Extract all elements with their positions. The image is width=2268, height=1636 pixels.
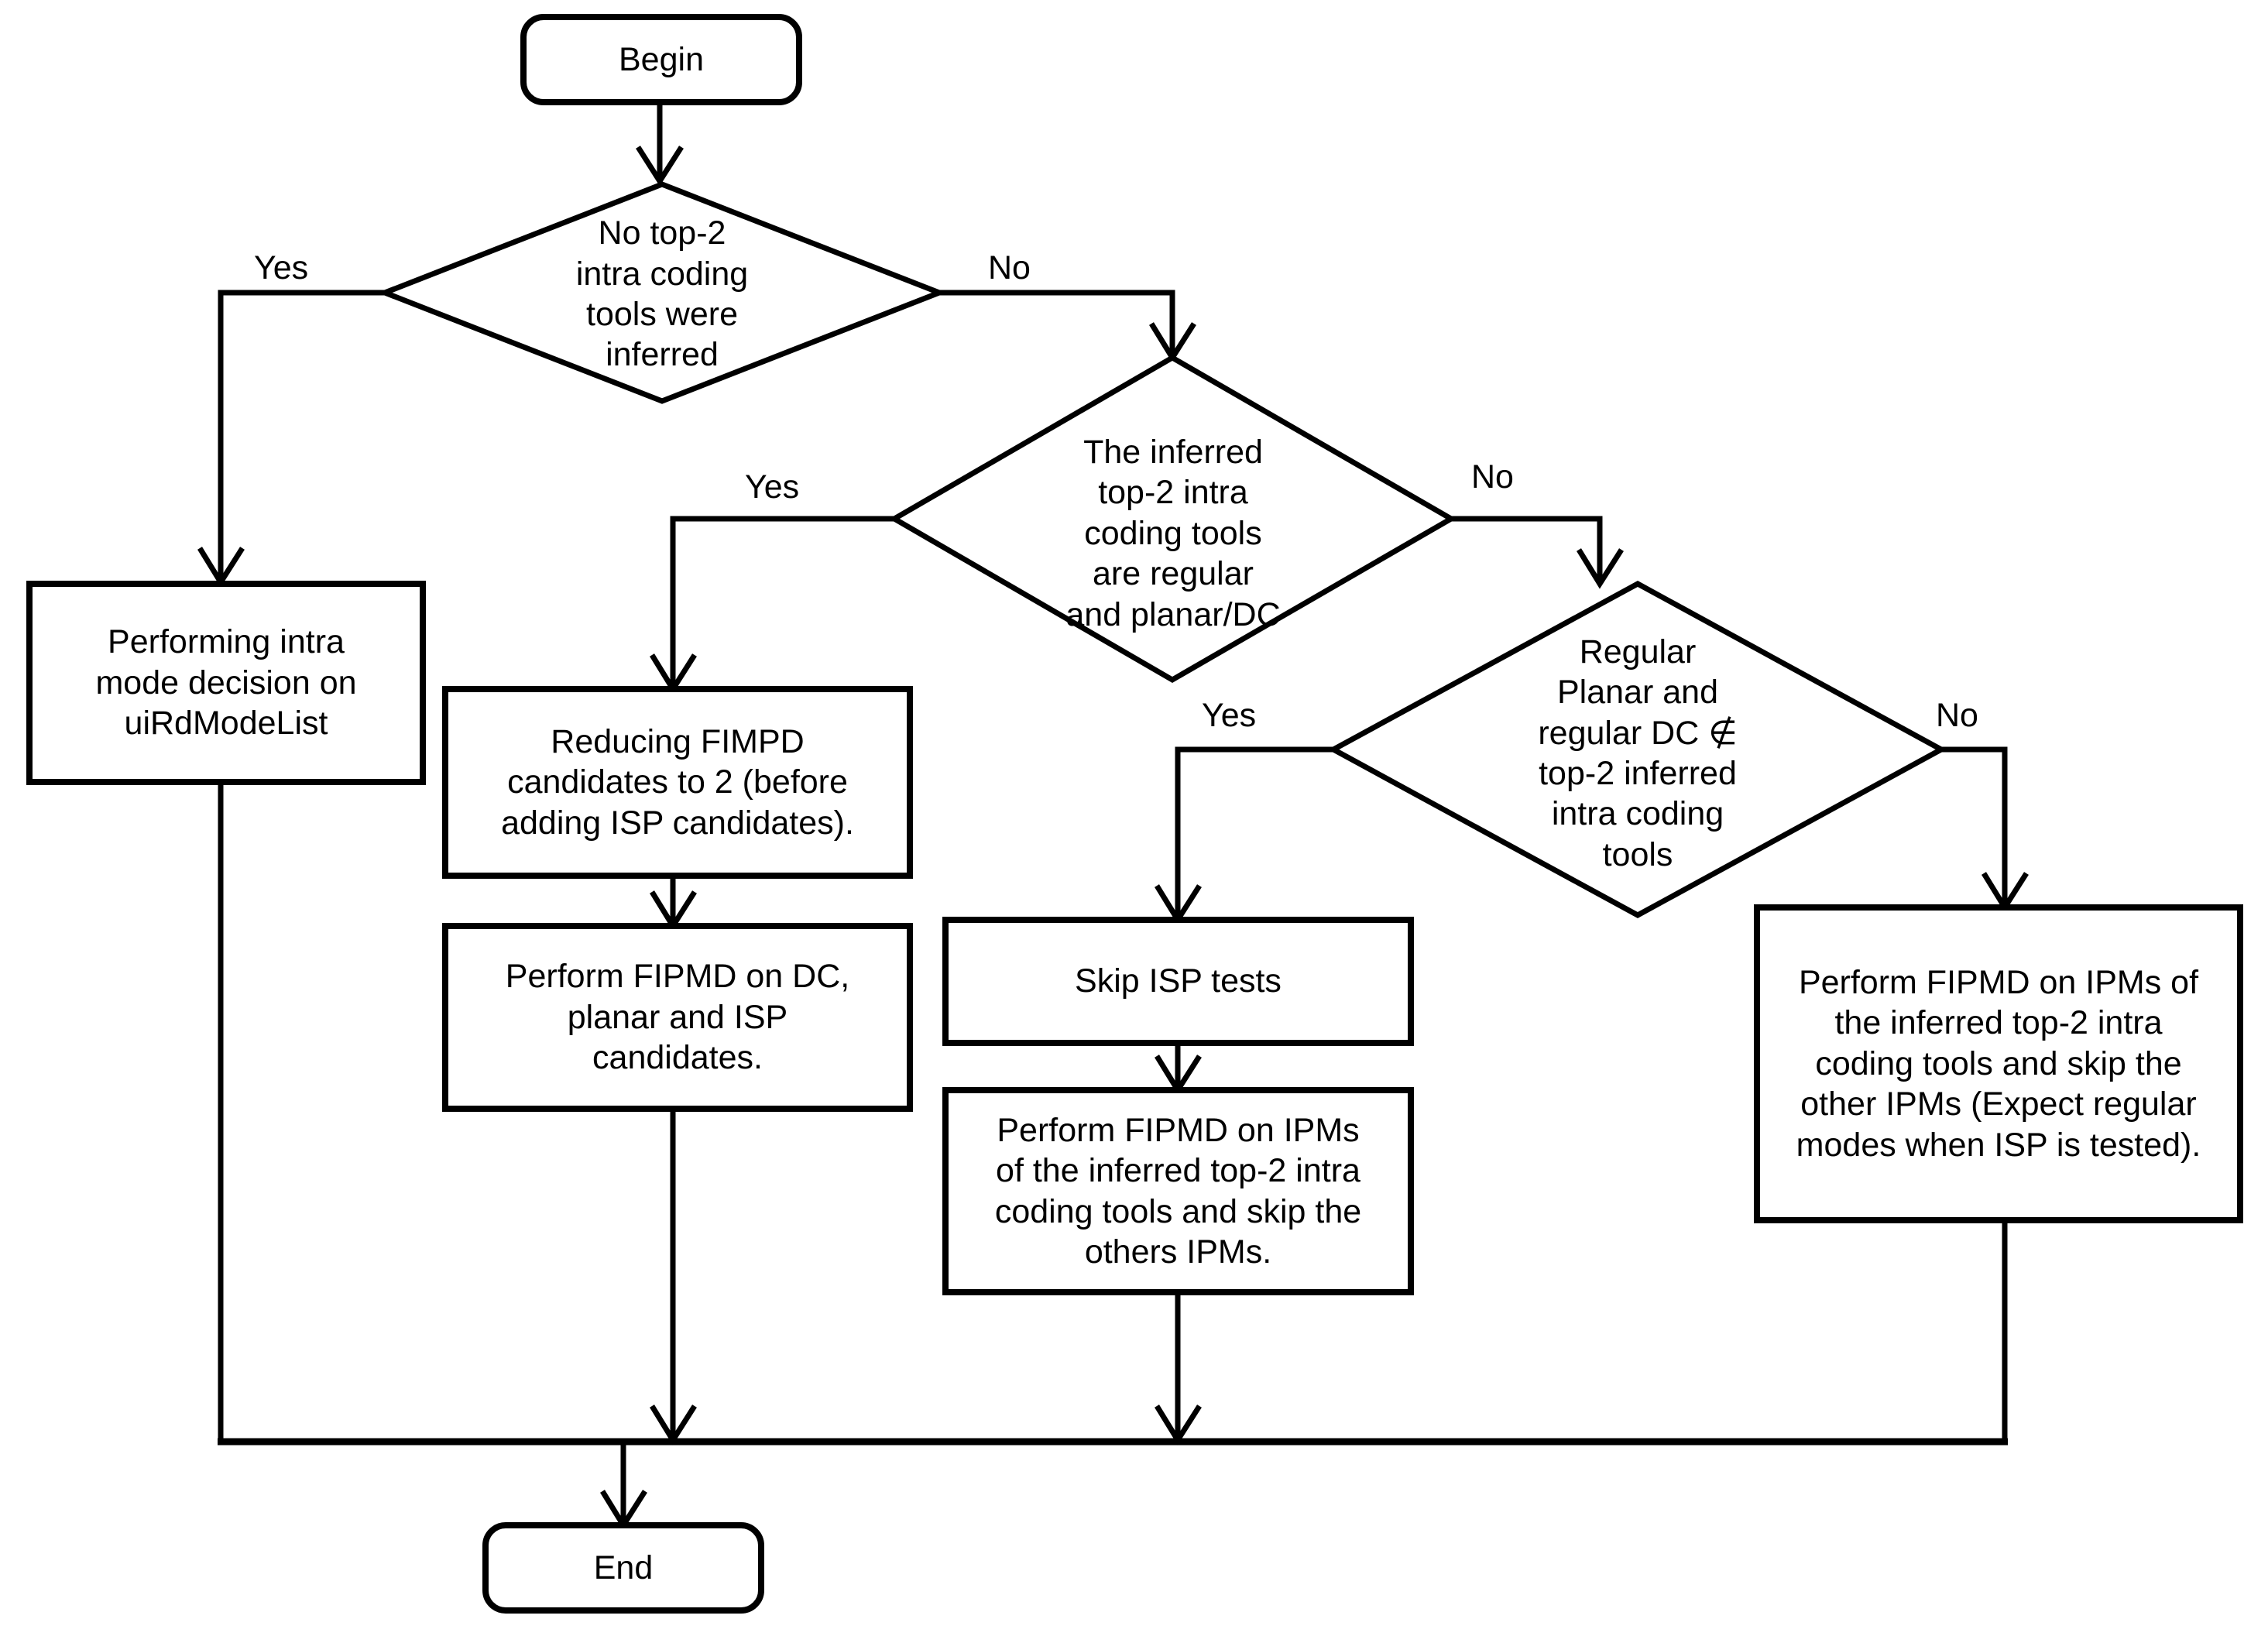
edge-label-d3-no: No: [1936, 697, 1978, 734]
node-end[interactable]: [482, 1522, 764, 1614]
edge-reducing-to-performdc: [650, 876, 697, 931]
edge-label-d1-no: No: [988, 249, 1031, 286]
edge-performdc-to-bus: [650, 1109, 697, 1446]
edge-d1-yes: [197, 290, 385, 588]
node-skip-isp-tests[interactable]: [942, 917, 1414, 1046]
edge-begin-to-d1: [636, 102, 684, 187]
edge-d2-yes: [650, 516, 894, 695]
edge-label-d2-yes: Yes: [745, 468, 800, 506]
edge-label-d2-no: No: [1471, 458, 1514, 496]
edge-d3-yes: [1155, 746, 1333, 925]
node-perform-fipmd-ipms-middle[interactable]: [942, 1087, 1414, 1295]
edge-d2-no: [1451, 516, 1624, 589]
node-perform-fipmd-dc-planar-isp[interactable]: [442, 923, 913, 1112]
node-decision-regular-planar-dc[interactable]: [889, 354, 1457, 684]
edge-skipisp-to-fipmd: [1155, 1043, 1202, 1096]
edge-fipmdmiddle-to-bus: [1155, 1292, 1202, 1446]
node-perform-fipmd-ipms-right[interactable]: [1754, 904, 2243, 1223]
edge-label-d1-yes: Yes: [254, 249, 309, 286]
edge-d1-no: [939, 290, 1196, 363]
node-reducing-fimpd[interactable]: [442, 686, 913, 879]
node-performing-intra-mode[interactable]: [26, 581, 426, 785]
node-decision-not-in-top2[interactable]: [1327, 581, 1947, 918]
node-begin[interactable]: [520, 14, 802, 105]
edge-d3-no: [1941, 746, 2029, 913]
node-decision-no-top2[interactable]: [377, 181, 947, 404]
edge-label-d3-yes: Yes: [1202, 697, 1257, 734]
edge-bus-to-end: [600, 1442, 647, 1531]
